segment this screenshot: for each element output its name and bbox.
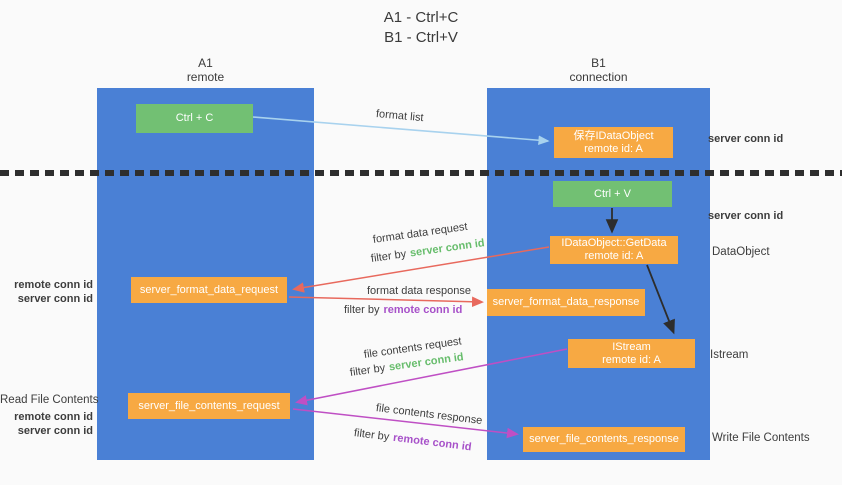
side-label-read-file-contents: Read File Contents	[0, 394, 99, 406]
lane-a1-name: A1	[198, 56, 213, 70]
server-conn-id-text: server conn id	[409, 237, 486, 260]
filter-by-text: filter by	[353, 427, 390, 444]
node-ctrl-v-label: Ctrl + V	[594, 187, 631, 200]
node-istream-title: IStream	[612, 340, 651, 353]
node-server-format-data-request-label: server_format_data_request	[139, 283, 279, 296]
node-idataobject-getdata-title: IDataObject::GetData	[561, 237, 667, 249]
filter-by-text: filter by	[349, 362, 386, 379]
side-label-write-file-contents: Write File Contents	[712, 432, 810, 444]
node-ctrl-c: Ctrl + C	[136, 104, 253, 133]
title-line-2: B1 - Ctrl+V	[384, 29, 458, 46]
side-label-server-conn-id-left-bottom: server conn id	[17, 425, 93, 437]
lane-b1-role: connection	[569, 70, 628, 84]
node-save-idataobject-subtitle: remote id: A	[584, 142, 643, 155]
node-save-idataobject-title: 保存IDataObject	[573, 129, 654, 142]
side-label-remote-conn-id-bottom: remote conn id	[14, 411, 93, 423]
node-server-file-contents-response-label: server_file_contents_response	[529, 433, 679, 445]
arrow-format-data-response	[288, 296, 484, 308]
side-label-remote-conn-id-top: remote conn id	[14, 279, 93, 291]
side-label-server-conn-id-left-top: server conn id	[17, 293, 93, 305]
node-save-idataobject: 保存IDataObject remote id: A	[554, 127, 673, 158]
node-server-file-contents-response: server_file_contents_response	[523, 427, 685, 452]
side-label-server-conn-id-top: server conn id	[708, 133, 784, 145]
filter-by-text: filter by	[344, 304, 380, 316]
node-ctrl-v: Ctrl + V	[553, 181, 672, 207]
remote-conn-id-text: remote conn id	[383, 304, 463, 316]
title-line-1: A1 - Ctrl+C	[383, 9, 459, 26]
node-server-format-data-request: server_format_data_request	[131, 277, 287, 303]
node-ctrl-c-label: Ctrl + C	[175, 112, 214, 124]
lane-a1-header: A1 remote	[97, 56, 314, 84]
side-label-istream: Istream	[710, 349, 749, 361]
side-label-dataobject: DataObject	[712, 246, 770, 258]
node-server-file-contents-request: server_file_contents_request	[128, 393, 290, 419]
node-idataobject-getdata: IDataObject::GetData remote id: A	[550, 236, 678, 264]
lane-b1-name: B1	[591, 56, 606, 70]
lane-b1-header: B1 connection	[487, 56, 710, 84]
label-format-data-response: format data response	[367, 285, 471, 297]
node-istream-subtitle: remote id: A	[602, 353, 661, 366]
label-file-contents-response: file contents response	[375, 402, 483, 427]
node-idataobject-getdata-subtitle: remote id: A	[584, 250, 644, 262]
node-istream: IStream remote id: A	[568, 339, 695, 368]
filter-by-text: filter by	[370, 248, 407, 265]
remote-conn-id-text: remote conn id	[392, 431, 473, 454]
node-server-format-data-response-label: server_format_data_response	[492, 296, 640, 308]
node-server-format-data-response: server_format_data_response	[487, 289, 645, 316]
session-divider-dashed-line	[0, 170, 842, 176]
diagram-title: A1 - Ctrl+C B1 - Ctrl+V	[0, 8, 842, 48]
node-server-file-contents-request-label: server_file_contents_request	[138, 399, 280, 412]
label-format-list: format list	[375, 108, 425, 125]
lane-a1-role: remote	[186, 70, 225, 84]
side-label-server-conn-id-mid: server conn id	[708, 210, 784, 222]
